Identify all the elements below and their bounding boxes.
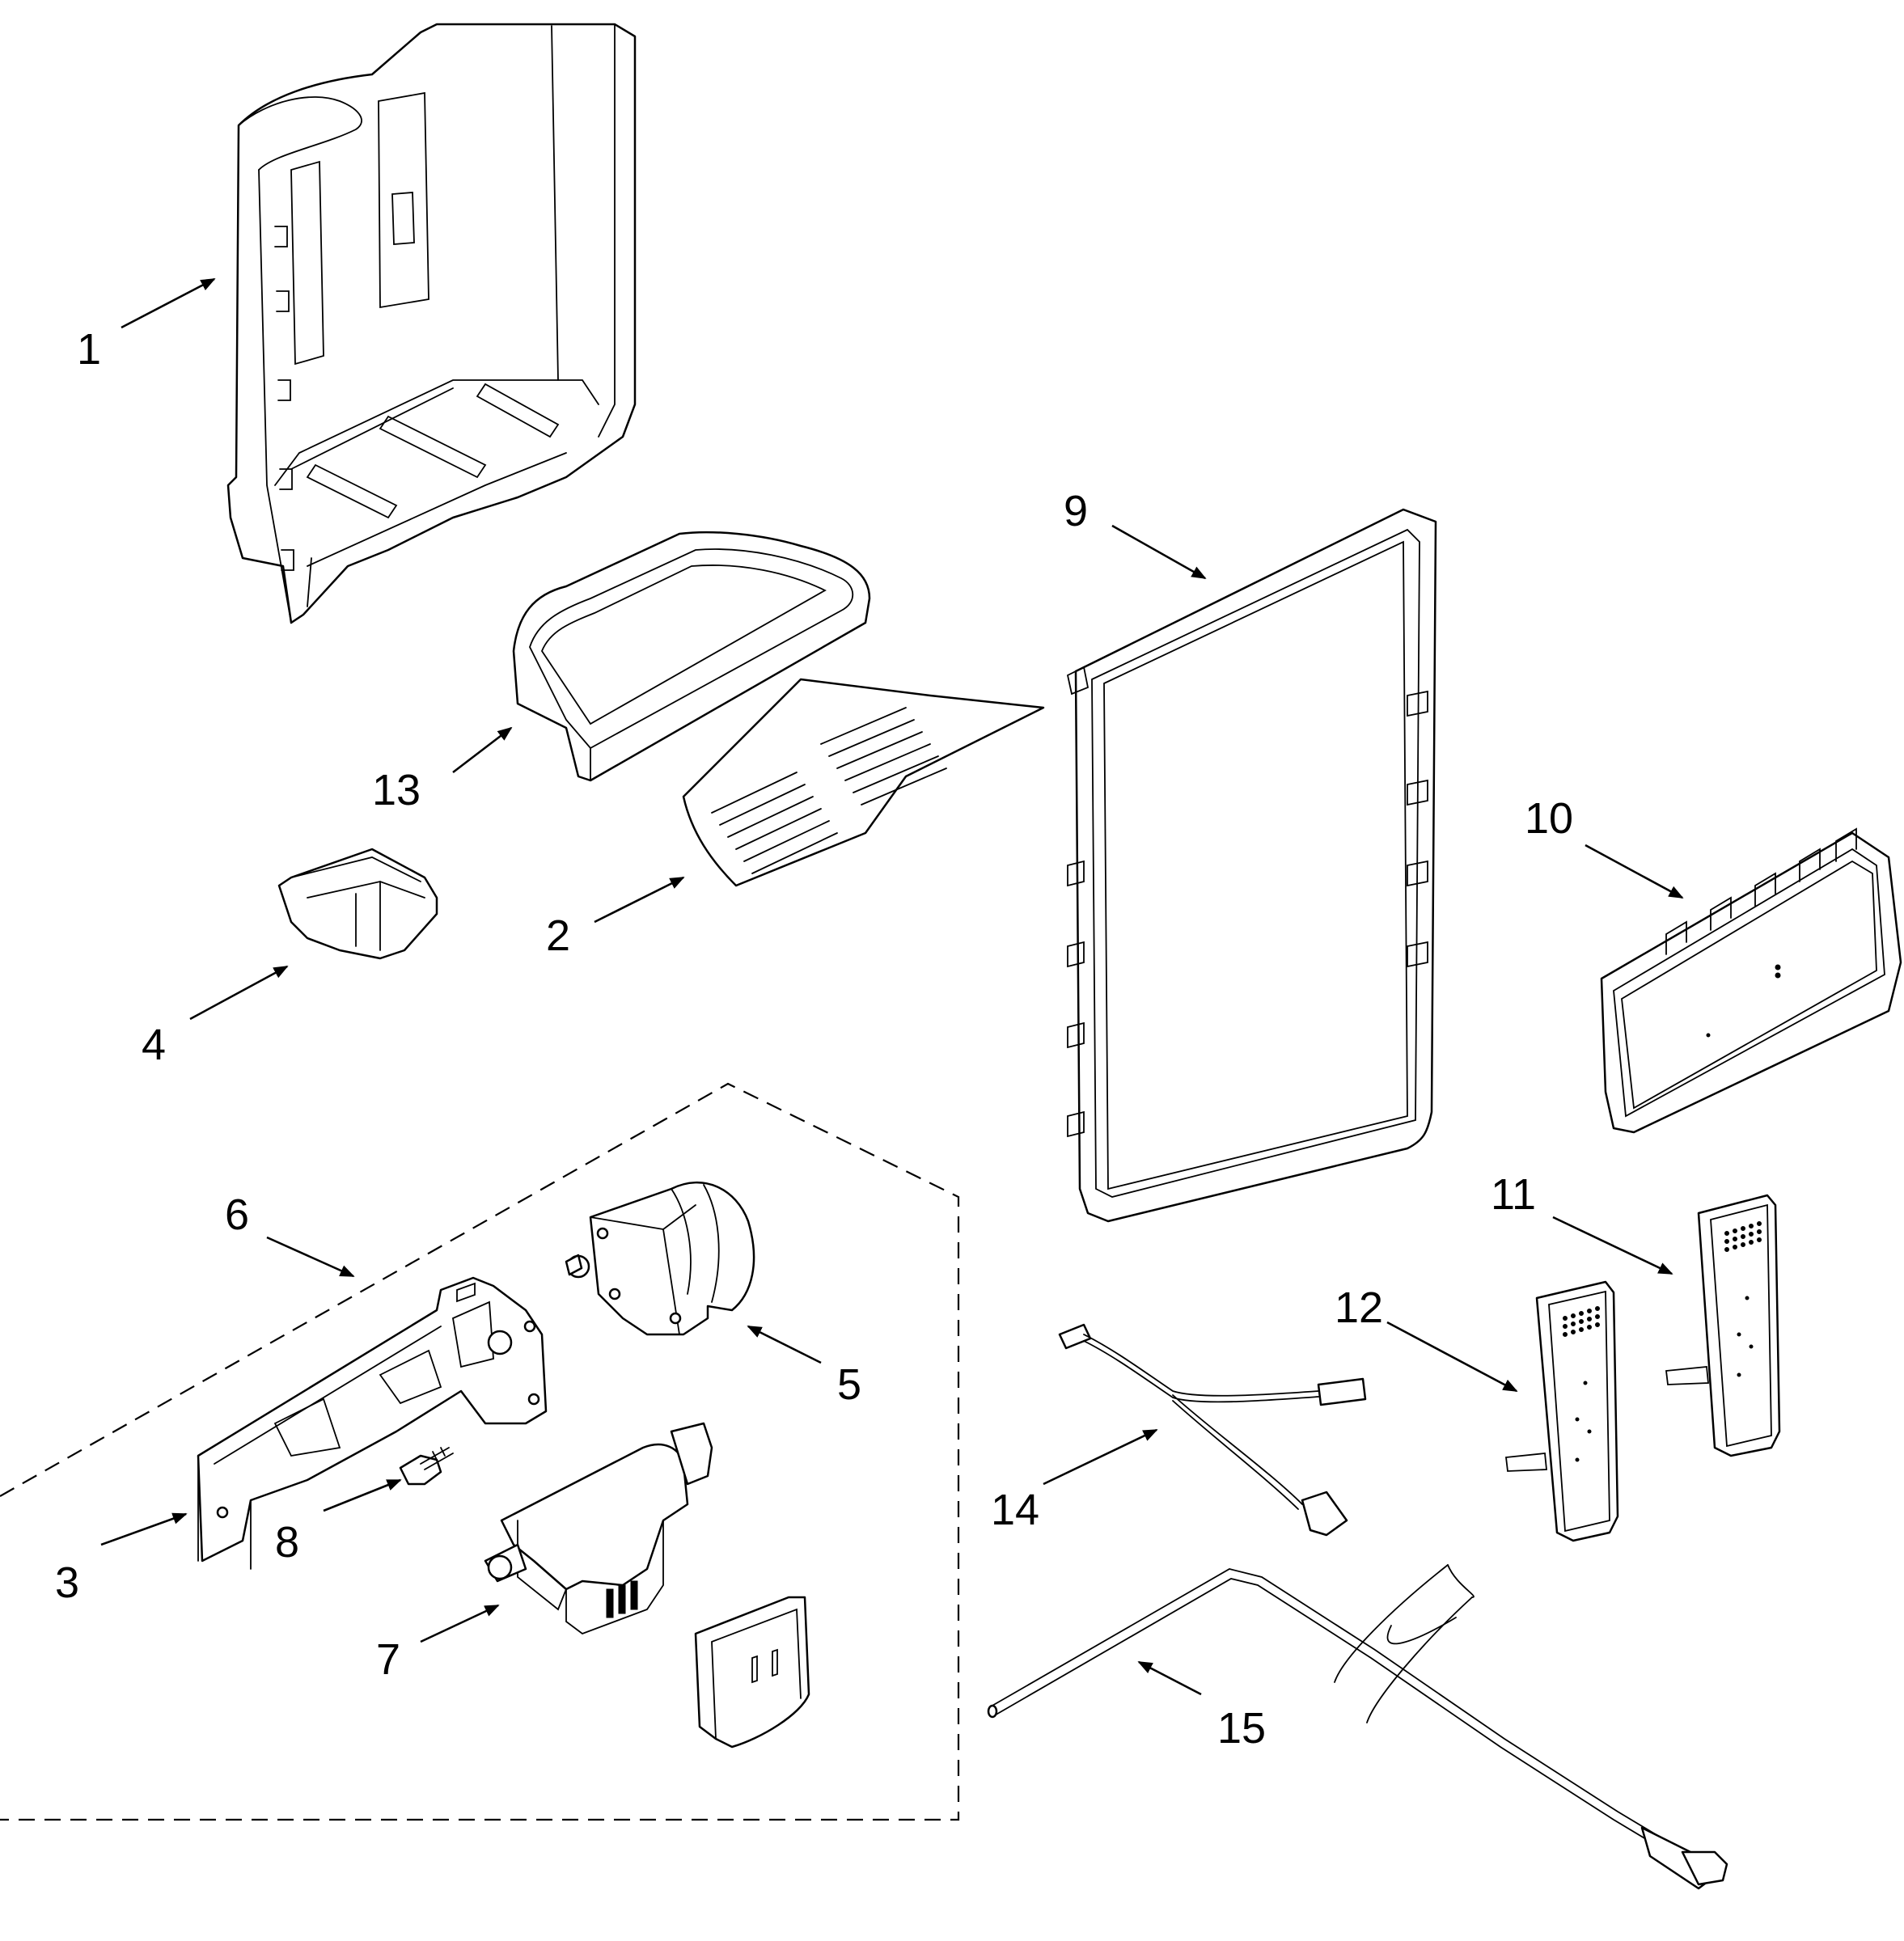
- callout-9: 9: [1064, 487, 1088, 535]
- callout-6: 6: [225, 1190, 249, 1239]
- callout-5: 5: [837, 1360, 861, 1409]
- callout-7: 7: [376, 1635, 400, 1684]
- part-7-switch: [484, 1422, 713, 1635]
- callout-11: 11: [1491, 1170, 1536, 1219]
- part-5-motor: [565, 1181, 755, 1336]
- callout-4: 4: [142, 1021, 166, 1069]
- part-8-screw: [399, 1447, 454, 1486]
- part-11-dispenser-paddle: [1665, 1194, 1781, 1457]
- part-9-door-frame: [1066, 508, 1437, 1223]
- part-2-grille: [682, 678, 1045, 887]
- part-4-ice-chute-cup: [277, 848, 438, 960]
- cover-plate: [694, 1596, 810, 1749]
- part-14-wire-harness: [1058, 1323, 1367, 1537]
- part-1-dispenser-housing: [226, 23, 637, 624]
- assembly-6-outline: [0, 1082, 960, 1821]
- callout-labels: 1 2 3 4 5 6 7 8 9 10 11 12 13 14 15: [55, 325, 1573, 1753]
- callout-13: 13: [372, 766, 421, 814]
- part-10-control-panel: [1600, 827, 1902, 1134]
- callout-15: 15: [1217, 1704, 1266, 1753]
- part-12-dispenser-paddle: [1504, 1280, 1619, 1542]
- leader-arrows: [100, 277, 1684, 1696]
- part-13-drip-tray-frame: [512, 531, 871, 782]
- part-15-water-tube: [987, 1564, 1728, 1890]
- callout-10: 10: [1525, 794, 1573, 843]
- part-3-actuator-bracket: [197, 1276, 548, 1570]
- callout-12: 12: [1335, 1283, 1383, 1332]
- callout-2: 2: [546, 911, 570, 960]
- callout-14: 14: [991, 1486, 1039, 1534]
- callout-8: 8: [275, 1518, 299, 1567]
- callout-1: 1: [77, 325, 101, 374]
- callout-3: 3: [55, 1558, 79, 1607]
